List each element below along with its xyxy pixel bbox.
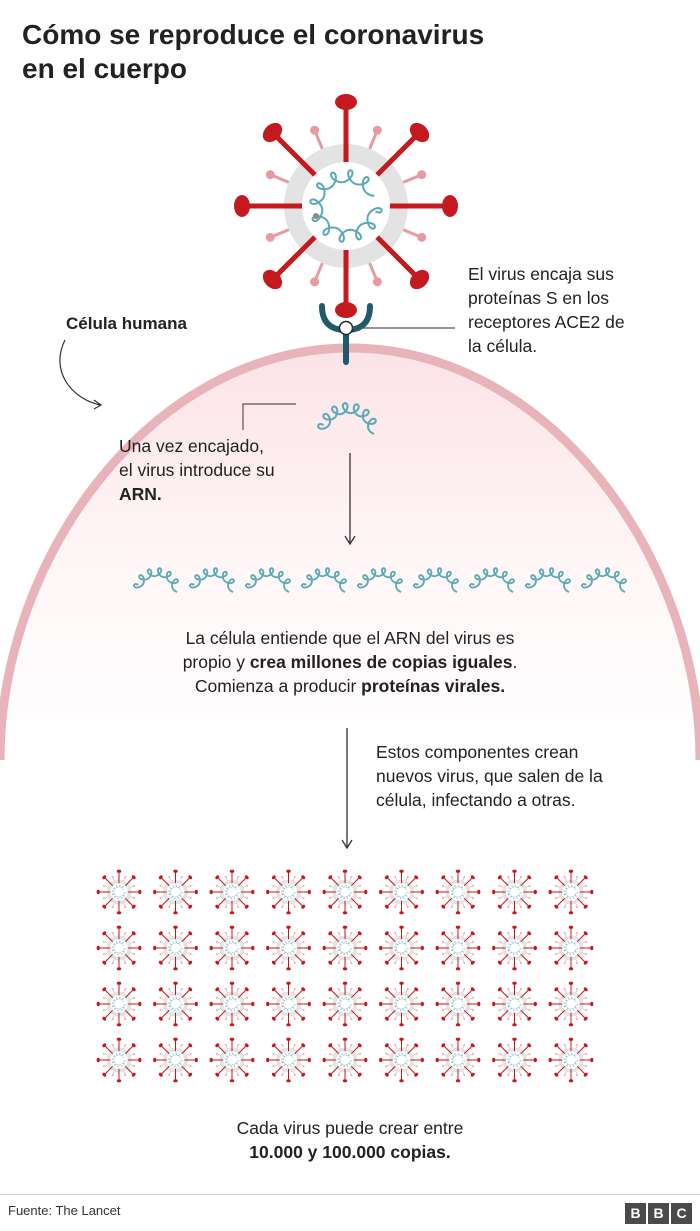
virus-icon [96, 869, 142, 915]
step-rna-text: Una vez encajado, el virus introduce su … [119, 434, 275, 506]
rna-strand-icon [244, 567, 291, 593]
step-copy-text: La célula entiende que el ARN del virus … [100, 626, 600, 698]
rna-copies-row [132, 567, 627, 593]
virus-icon [266, 981, 311, 1027]
arrow-down-icon [341, 728, 353, 850]
footer-divider [0, 1194, 700, 1195]
virus-icon [548, 869, 594, 915]
virus-icon [435, 925, 481, 971]
step-copy-bold: proteínas virales. [361, 676, 506, 696]
virus-icon [266, 925, 311, 971]
step-rna-line: el virus introduce su [119, 460, 275, 480]
virus-icon [209, 981, 255, 1027]
virus-icon [322, 869, 368, 915]
virus-icon [209, 925, 255, 971]
bbc-logo: B B C [625, 1203, 692, 1224]
rna-strand-icon [317, 402, 377, 435]
step-attach-line: la célula. [468, 336, 538, 356]
rna-strand-icon [132, 567, 179, 593]
bbc-logo-block: C [671, 1203, 692, 1224]
step-count-bold: 10.000 y 100.000 copias. [249, 1142, 451, 1162]
human-cell [0, 343, 700, 761]
virus-icon [266, 869, 311, 915]
step-copy-bold: crea millones de copias iguales [249, 652, 513, 672]
virus-icon [322, 925, 368, 971]
step-attach-line: proteínas S en los [468, 288, 610, 308]
step-copy-line: La célula entiende que el ARN del virus … [185, 628, 515, 648]
step-copy-fragment: propio y [182, 652, 250, 672]
step-copy-fragment: Comienza a producir [194, 676, 362, 696]
rna-strand-icon [356, 567, 403, 593]
virus-icon [492, 869, 537, 915]
step-rna-bold: ARN. [119, 484, 162, 504]
virus-icon [548, 1037, 594, 1083]
rna-strand-icon [188, 567, 235, 593]
step-attach-text: El virus encaja sus proteínas S en los r… [468, 262, 625, 358]
virus-copies-grid [96, 869, 594, 1083]
virus-icon [322, 1037, 368, 1083]
virus-icon [266, 1037, 311, 1083]
step-attach-line: receptores ACE2 de [468, 312, 625, 332]
bbc-logo-block: B [625, 1203, 646, 1224]
step-attach-line: El virus encaja sus [468, 264, 614, 284]
rna-strand-icon [300, 567, 347, 593]
step-exit-line: nuevos virus, que salen de la [376, 766, 603, 786]
virus-icon [234, 94, 458, 318]
bbc-logo-block: B [648, 1203, 669, 1224]
rna-strand-icon [580, 567, 627, 593]
virus-icon [379, 981, 424, 1027]
virus-icon [153, 869, 198, 915]
rna-strand-icon [524, 567, 571, 593]
virus-icon [209, 1037, 255, 1083]
step-copy-fragment: . [512, 652, 518, 672]
step-count-line: Cada virus puede crear entre [236, 1118, 464, 1138]
virus-icon [322, 981, 368, 1027]
title-line-1: Cómo se reproduce el coronavirus [22, 19, 485, 50]
cell-membrane [0, 343, 700, 761]
virus-icon [435, 1037, 481, 1083]
rna-strand-icon [468, 567, 515, 593]
title-line-2: en el cuerpo [22, 53, 187, 84]
virus-icon [153, 981, 198, 1027]
callout-line-rna [242, 403, 296, 430]
virus-icon [96, 1037, 142, 1083]
curved-arrow-icon [59, 339, 103, 410]
virus-icon [153, 1037, 198, 1083]
step-exit-line: Estos componentes crean [376, 742, 579, 762]
step-rna-line: Una vez encajado, [119, 436, 264, 456]
virus-icon [435, 981, 481, 1027]
rna-strand-icon [412, 567, 459, 593]
virus-icon [379, 925, 424, 971]
virus-icon [548, 925, 594, 971]
virus-icon [435, 869, 481, 915]
source-credit: Fuente: The Lancet [8, 1203, 121, 1218]
step-exit-line: célula, infectando a otras. [376, 790, 576, 810]
virus-icon [492, 1037, 537, 1083]
virus-icon [492, 981, 537, 1027]
virus-icon [209, 869, 255, 915]
ace2-receptor-icon [319, 303, 373, 365]
page-title: Cómo se reproduce el coronavirus en el c… [22, 18, 642, 86]
step-exit-text: Estos componentes crean nuevos virus, qu… [376, 740, 603, 812]
virus-icon [96, 925, 142, 971]
virus-icon [492, 925, 537, 971]
virus-icon [379, 1037, 424, 1083]
cell-label: Célula humana [66, 314, 187, 333]
virus-icon [96, 981, 142, 1027]
arrow-down-icon [344, 453, 356, 546]
step-count-text: Cada virus puede crear entre 10.000 y 10… [150, 1116, 550, 1164]
virus-icon [548, 981, 594, 1027]
virus-icon [379, 869, 424, 915]
virus-icon [153, 925, 198, 971]
